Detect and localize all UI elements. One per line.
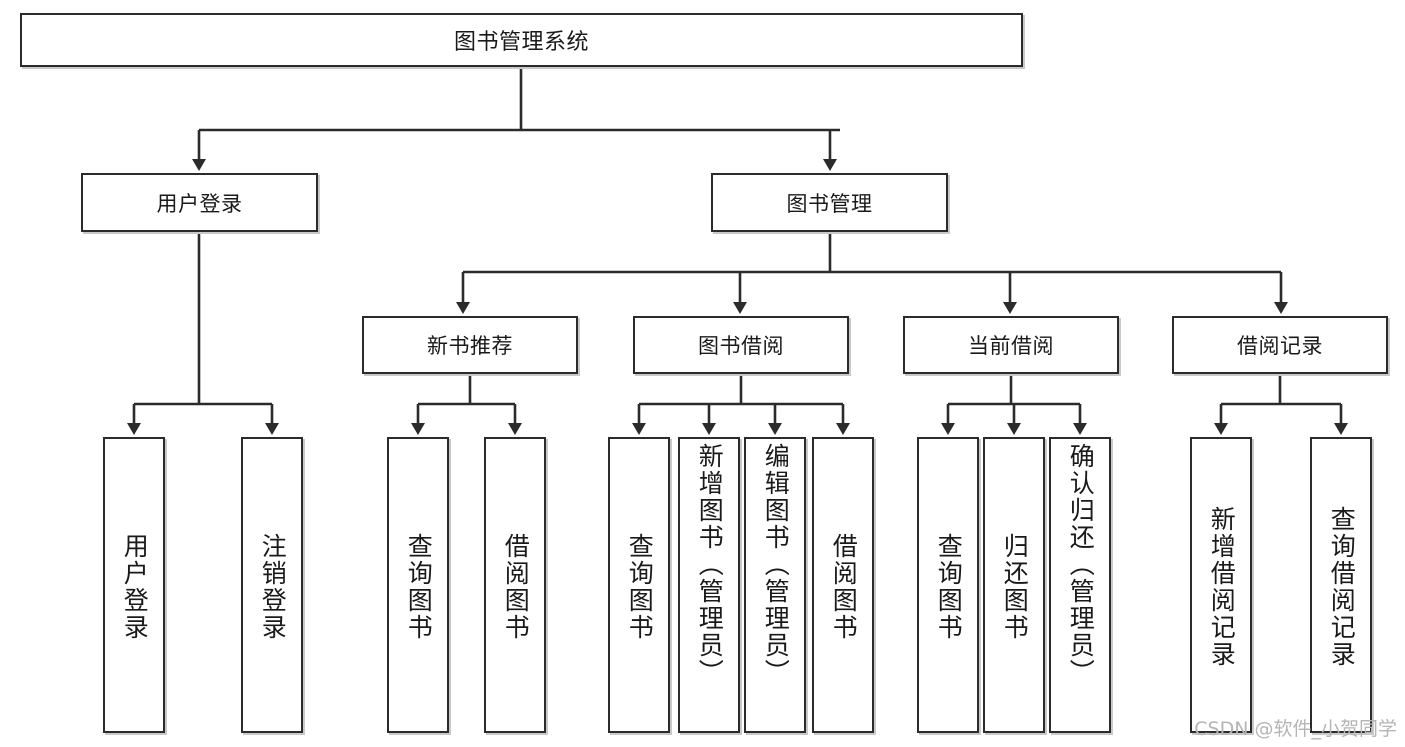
leaf-query-book-recommend[interactable]: 查询图书: [387, 437, 449, 733]
leaf-add-borrow-record-label: 新增借阅记录: [1207, 506, 1237, 668]
node-book-management-label: 图书管理: [786, 191, 873, 216]
leaf-user-login[interactable]: 用户登录: [103, 437, 165, 733]
node-book-borrow-label: 图书借阅: [698, 334, 784, 358]
leaf-edit-book-admin[interactable]: 编辑图书（管理员）: [744, 437, 806, 733]
leaf-query-book-current[interactable]: 查询图书: [917, 437, 979, 733]
leaf-logout[interactable]: 注销登录: [241, 437, 303, 733]
leaf-confirm-return-admin[interactable]: 确认归还（管理员）: [1049, 437, 1111, 733]
leaf-user-login-label: 用户登录: [120, 533, 150, 641]
node-current-borrow[interactable]: 当前借阅: [903, 316, 1119, 374]
leaf-query-borrow-record[interactable]: 查询借阅记录: [1310, 437, 1372, 733]
node-book-management[interactable]: 图书管理: [711, 173, 948, 232]
node-root-system[interactable]: 图书管理系统: [20, 13, 1023, 67]
node-user-login-label: 用户登录: [156, 191, 243, 216]
leaf-borrow-book-recommend[interactable]: 借阅图书: [484, 437, 546, 733]
leaf-confirm-return-admin-label: 确认归还（管理员）: [1066, 443, 1096, 686]
leaf-borrow-book-label: 借阅图书: [829, 533, 859, 641]
leaf-query-book[interactable]: 查询图书: [608, 437, 670, 733]
node-borrow-records-label: 借阅记录: [1237, 334, 1323, 358]
leaf-query-book-label: 查询图书: [625, 533, 655, 641]
leaf-add-book-admin-label: 新增图书（管理员）: [695, 443, 725, 686]
leaf-logout-label: 注销登录: [258, 533, 288, 641]
leaf-borrow-book-recommend-label: 借阅图书: [501, 533, 531, 641]
leaf-add-borrow-record[interactable]: 新增借阅记录: [1190, 437, 1252, 733]
leaf-query-book-recommend-label: 查询图书: [404, 533, 434, 641]
node-user-login[interactable]: 用户登录: [81, 173, 318, 232]
leaf-return-book-label: 归还图书: [1000, 533, 1030, 641]
node-new-book-recommendation[interactable]: 新书推荐: [362, 316, 578, 374]
node-current-borrow-label: 当前借阅: [968, 334, 1054, 358]
leaf-query-borrow-record-label: 查询借阅记录: [1327, 506, 1357, 668]
leaf-query-book-current-label: 查询图书: [934, 533, 964, 641]
node-new-book-recommendation-label: 新书推荐: [427, 334, 513, 358]
leaf-return-book[interactable]: 归还图书: [983, 437, 1045, 733]
leaf-add-book-admin[interactable]: 新增图书（管理员）: [678, 437, 740, 733]
node-root-label: 图书管理系统: [453, 30, 589, 55]
leaf-edit-book-admin-label: 编辑图书（管理员）: [761, 443, 791, 686]
node-book-borrow[interactable]: 图书借阅: [633, 316, 849, 374]
node-borrow-records[interactable]: 借阅记录: [1172, 316, 1388, 374]
leaf-borrow-book[interactable]: 借阅图书: [812, 437, 874, 733]
